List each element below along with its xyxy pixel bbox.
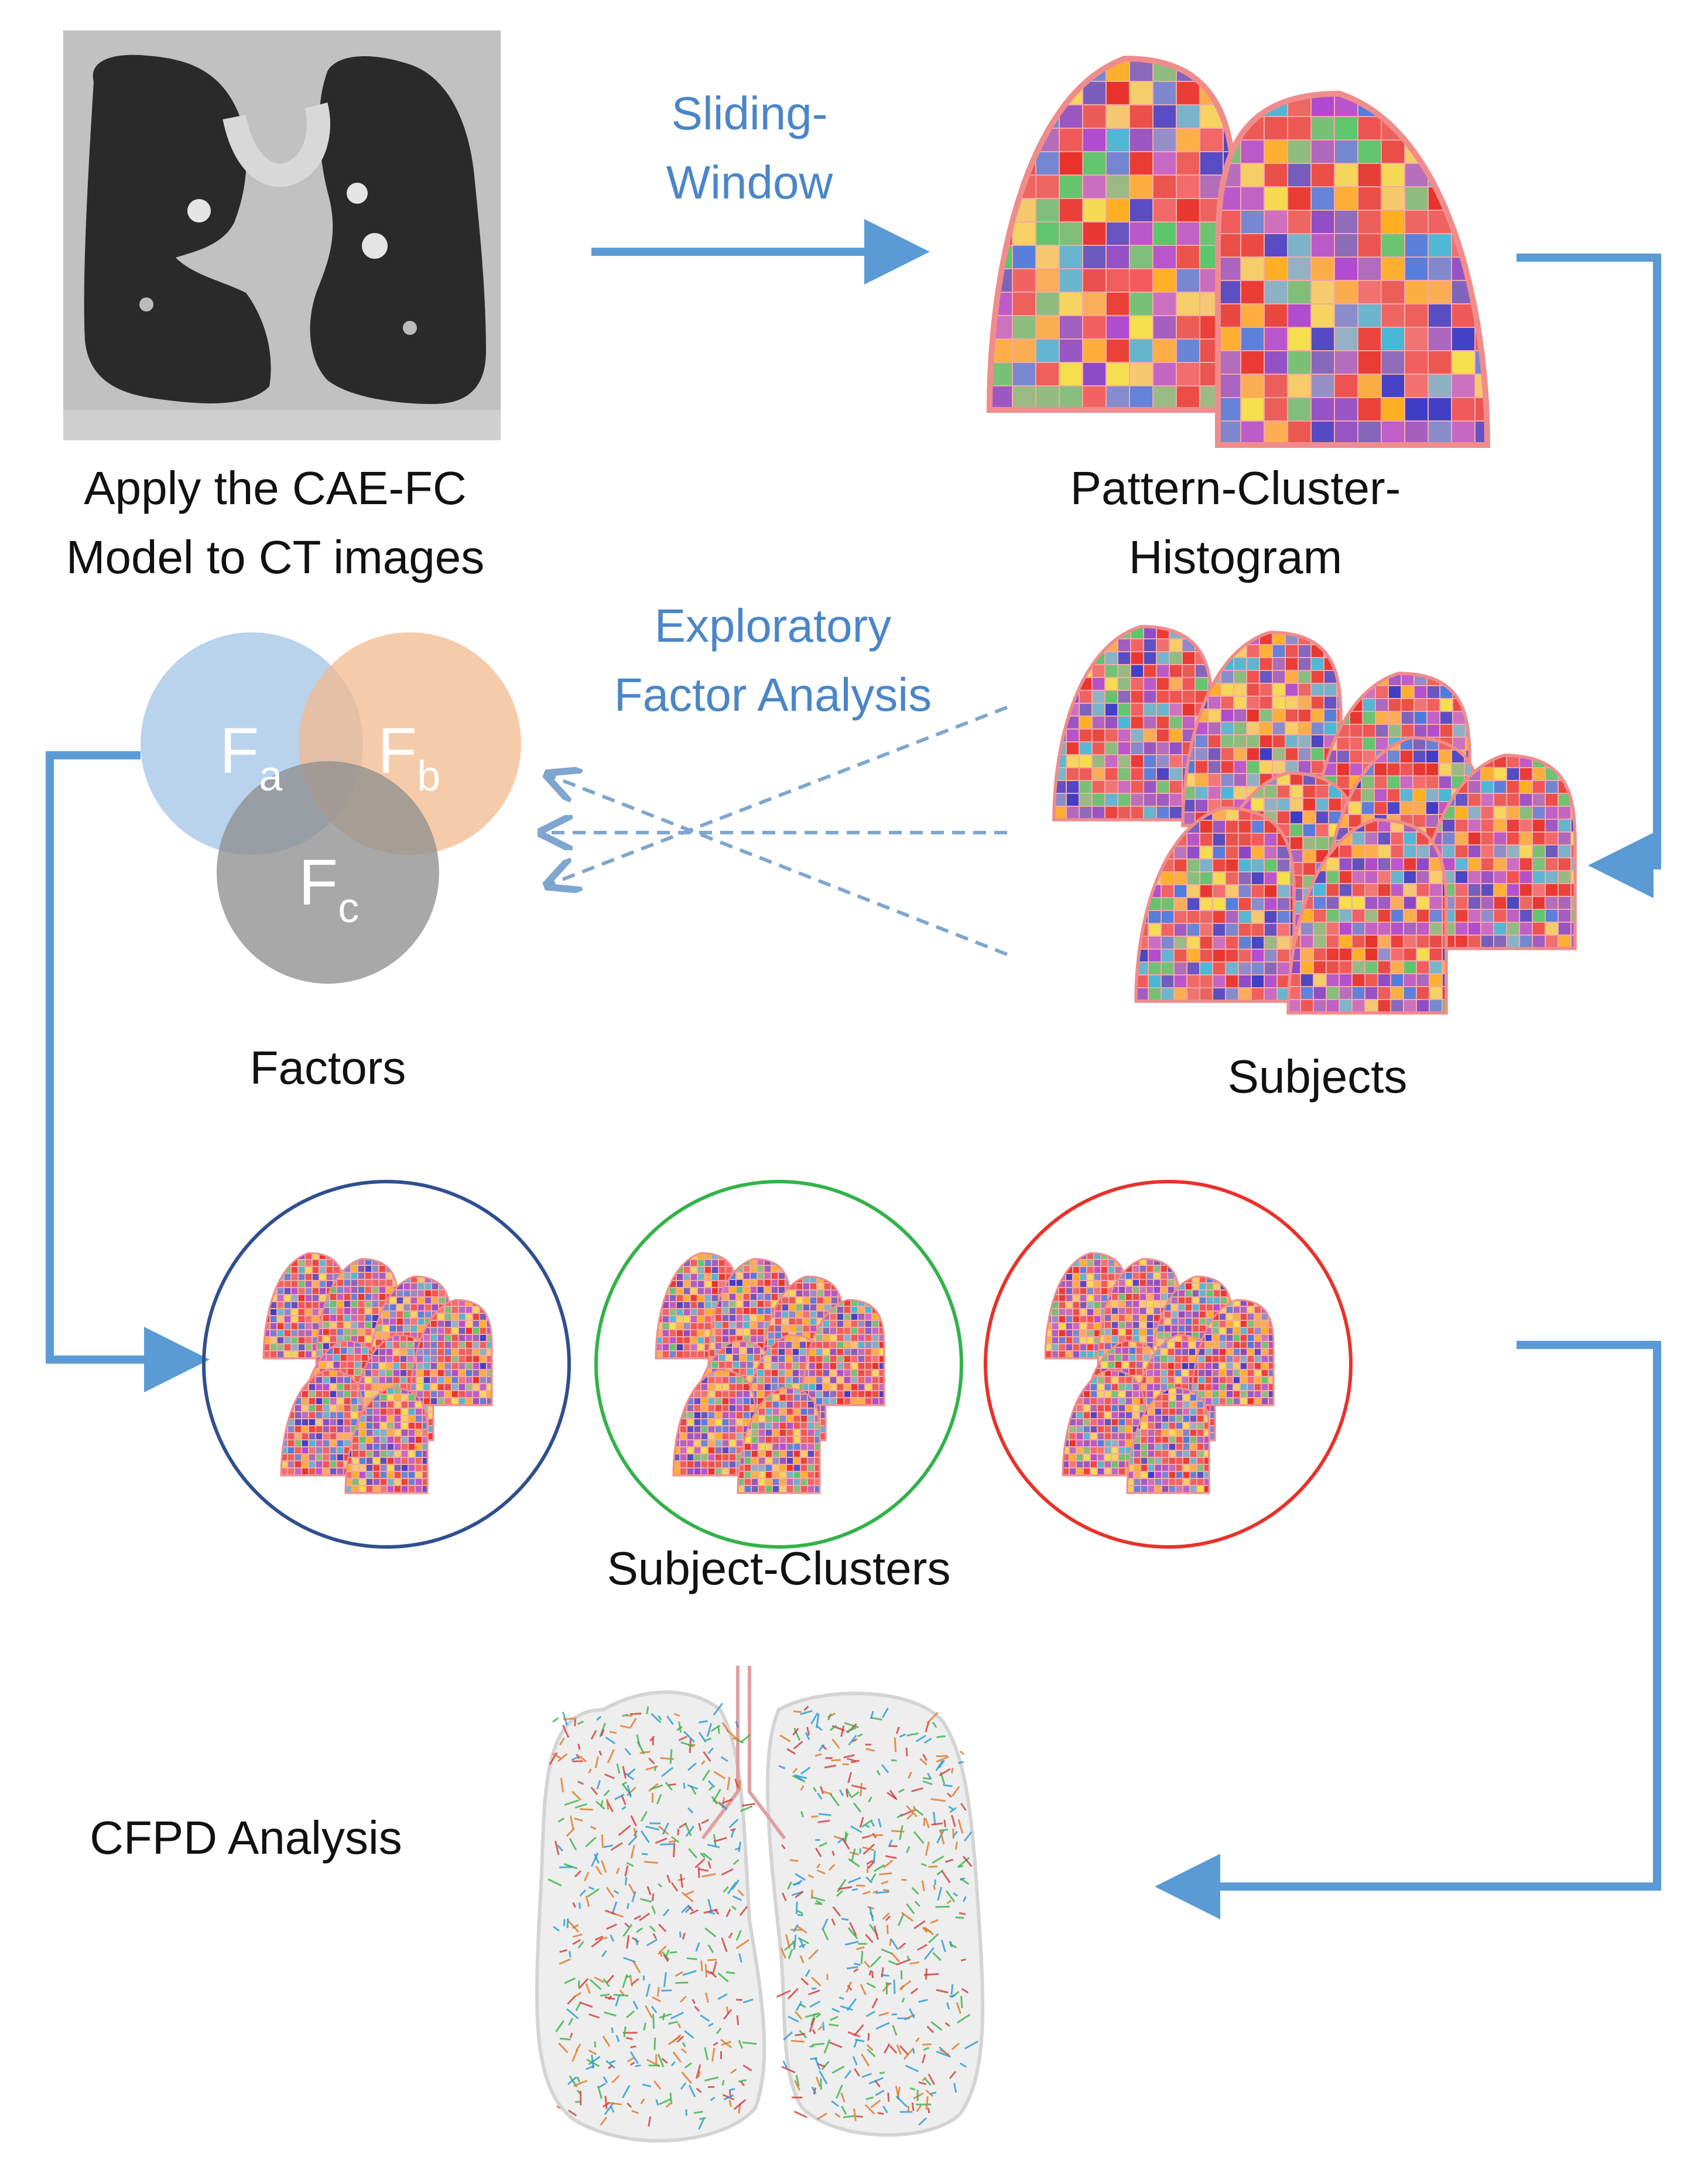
sliding-window-line-1: Sliding- [671, 87, 828, 139]
subjects-caption: Subjects [1227, 1050, 1408, 1103]
sliding-window-label: Sliding- Window [603, 79, 896, 217]
cluster-circle-3 [984, 1180, 1353, 1549]
efa-label-line-2: Factor Analysis [614, 669, 932, 721]
ct-caption-line-1: Apply the CAE-FC [84, 462, 467, 514]
factor-b-label: Fb [378, 715, 440, 800]
factor-c-circle [217, 761, 439, 984]
histogram-caption-line-1: Pattern-Cluster- [1070, 462, 1401, 514]
cfpd-airway-lung-image [535, 1666, 985, 2143]
cfpd-caption: CFPD Analysis [90, 1812, 402, 1864]
efa-dashed-arrows [545, 706, 1008, 956]
sliding-window-line-2: Window [666, 156, 833, 208]
ct-caption-line-2: Model to CT images [66, 531, 485, 583]
factors-venn: Fa Fb Fc [141, 632, 521, 984]
histogram-caption: Pattern-Cluster- Histogram [995, 454, 1476, 592]
ct-left-lung [310, 56, 486, 405]
subject-clusters-caption: Subject-Clusters [607, 1542, 951, 1594]
efa-label-line-1: Exploratory [654, 600, 892, 652]
pattern-cluster-histogram-image [986, 55, 1491, 448]
histogram-to-subjects-arrow [1517, 254, 1661, 898]
histogram-caption-line-2: Histogram [1128, 531, 1343, 583]
factors-to-clusters-arrow [46, 751, 210, 1392]
clusters-to-cfpd-arrow [1155, 1341, 1661, 1919]
factor-c-label: Fc [299, 847, 359, 932]
ct-caption: Apply the CAE-FC Model to CT images [12, 454, 539, 592]
cluster-subject-images [262, 1252, 1275, 1494]
ct-right-lung [84, 54, 271, 403]
factors-caption: Factors [249, 1042, 406, 1094]
factor-a-label: Fa [220, 715, 283, 800]
cluster-circle-1 [202, 1180, 571, 1549]
ct-scan-image [63, 30, 501, 440]
cluster-circle-2 [594, 1180, 963, 1549]
subjects-image [1052, 625, 1577, 1015]
efa-label: Exploratory Factor Analysis [539, 591, 1007, 730]
